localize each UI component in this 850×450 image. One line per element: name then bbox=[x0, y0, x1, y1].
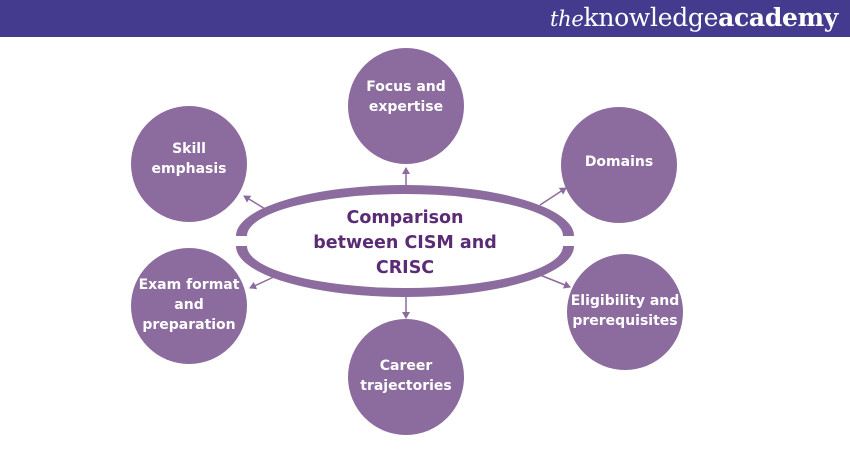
ring-arc-bottom bbox=[236, 246, 574, 297]
node-circle-focus bbox=[348, 48, 464, 164]
node-label-skill: Skill emphasis bbox=[151, 141, 227, 177]
logo-academy: academy bbox=[718, 3, 838, 32]
node-label-exam: Exam format and preparation bbox=[138, 277, 240, 333]
center-label: Comparison between CISM and CRISC bbox=[313, 208, 497, 278]
header-bar: theknowledgeacademy bbox=[0, 0, 850, 37]
arrow-to-eligibility bbox=[539, 274, 571, 289]
node-circle-career bbox=[348, 319, 464, 435]
node-label-career: Career trajectories bbox=[360, 358, 452, 394]
arrow-to-domains bbox=[539, 187, 567, 206]
node-circle-exam bbox=[131, 248, 247, 364]
logo-the: the bbox=[550, 7, 584, 31]
node-label-eligibility: Eligibility and prerequisites bbox=[570, 293, 680, 329]
node-circle-domains bbox=[561, 107, 677, 223]
node-label-domains: Domains bbox=[584, 154, 654, 170]
ring-arc-top bbox=[236, 185, 574, 236]
node-circle-skill bbox=[131, 106, 247, 222]
node-circle-eligibility bbox=[567, 254, 683, 370]
logo-knowledge: knowledge bbox=[583, 3, 719, 32]
node-label-focus: Focus and expertise bbox=[366, 79, 446, 115]
brand-logo[interactable]: theknowledgeacademy bbox=[550, 3, 838, 34]
center-ring bbox=[236, 185, 574, 297]
